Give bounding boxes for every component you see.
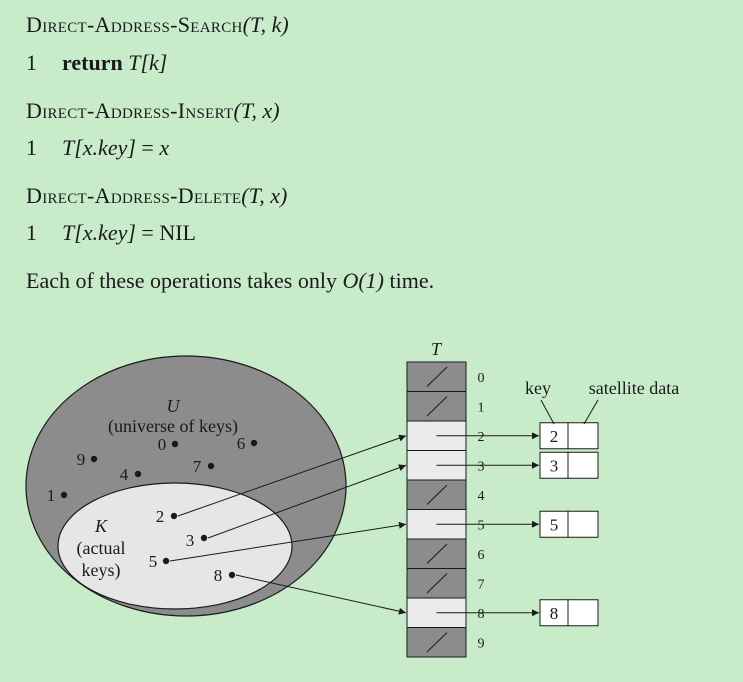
key-number: 6 (237, 434, 246, 453)
search-procedure-line: 1 return T[k] (26, 50, 167, 76)
procedure-name: Direct-Address-Search (26, 12, 243, 37)
key-dot (207, 462, 215, 470)
actual-caption-line1: (actual (77, 538, 126, 559)
insert-procedure-header: Direct-Address-Insert(T, x) (26, 98, 280, 124)
key-number: 3 (186, 531, 195, 550)
element-satellite-cell (567, 510, 599, 538)
key-dot (200, 534, 208, 542)
assignment-lhs: T[x.key] (62, 135, 136, 160)
nil-slash (426, 396, 448, 417)
procedure-params: (T, k) (242, 12, 289, 37)
element-key: 2 (550, 427, 559, 446)
key-number: 7 (193, 457, 202, 476)
element-key-cell (539, 422, 569, 450)
return-expression: T[k] (128, 50, 168, 75)
big-o-expression: O(1) (342, 268, 385, 293)
element-satellite-cell (567, 599, 599, 627)
satellite-data-label: satellite data (589, 378, 679, 398)
procedure-params: (T, x) (241, 183, 288, 208)
equals-sign: = (141, 135, 154, 160)
key-to-slot-arrow (235, 574, 407, 615)
slot-index: 1 (478, 400, 485, 415)
key-number: 1 (47, 486, 56, 505)
nil-slash (426, 543, 448, 564)
key-points: 0 6 9 4 7 1 2 3 5 8 (47, 434, 258, 585)
actual-caption-line2: keys) (82, 560, 121, 581)
element-key: 3 (550, 456, 559, 475)
complexity-paragraph: Each of these operations takes only O(1)… (26, 268, 434, 294)
key-label: key (525, 378, 551, 398)
nil-slash (426, 573, 448, 594)
slot-index: 4 (478, 489, 485, 504)
return-keyword: return (62, 50, 123, 75)
key-to-slot-arrow (177, 434, 407, 517)
key-dot (90, 455, 98, 463)
key-dot (134, 470, 142, 478)
element-key-cell (539, 510, 569, 538)
key-number: 8 (214, 566, 223, 585)
key-number: 0 (158, 435, 167, 454)
key-number: 9 (77, 450, 86, 469)
assignment-rhs: NIL (159, 220, 196, 245)
key-label-pointer (540, 399, 555, 425)
paragraph-text-end: time. (389, 268, 435, 293)
key-to-slot-arrow (169, 521, 407, 562)
element-key-cell (539, 599, 569, 627)
key-pointers (169, 432, 539, 617)
slot-index: 2 (478, 430, 485, 445)
slot-index: 8 (478, 607, 485, 622)
slot-index: 9 (478, 636, 485, 651)
slot-index: 0 (478, 371, 485, 386)
element-records: 2 3 5 8 (539, 422, 599, 627)
satellite-label-pointer (583, 399, 599, 425)
paragraph-text: Each of these operations takes only (26, 268, 337, 293)
procedure-name: Direct-Address-Insert (26, 98, 234, 123)
key-dot (170, 512, 178, 520)
key-dot (162, 557, 170, 565)
key-dot (171, 440, 179, 448)
actual-label: K (94, 516, 108, 536)
procedure-name: Direct-Address-Delete (26, 183, 242, 208)
key-number: 5 (149, 552, 158, 571)
key-number: 2 (156, 507, 165, 526)
key-dot (60, 491, 68, 499)
slot-index: 3 (478, 459, 485, 474)
assignment-lhs: T[x.key] (62, 220, 136, 245)
delete-procedure-header: Direct-Address-Delete(T, x) (26, 183, 287, 209)
universe-label: U (167, 396, 181, 416)
search-procedure-header: Direct-Address-Search(T, k) (26, 12, 289, 38)
element-key: 8 (550, 604, 559, 623)
key-number: 4 (120, 465, 129, 484)
nil-slash (426, 366, 448, 387)
element-key: 5 (550, 515, 559, 534)
element-satellite-cell (567, 451, 599, 479)
universe-caption: (universe of keys) (108, 416, 238, 437)
key-to-slot-arrow (207, 464, 407, 539)
assignment-rhs: x (159, 135, 170, 160)
insert-procedure-line: 1 T[x.key] = x (26, 135, 169, 161)
equals-sign: = (141, 220, 154, 245)
slot-index: 6 (478, 548, 485, 563)
key-dot (250, 439, 258, 447)
procedure-params: (T, x) (233, 98, 280, 123)
nil-slash (426, 632, 448, 653)
delete-procedure-line: 1 T[x.key] = NIL (26, 220, 196, 246)
table-label: T (431, 339, 443, 359)
nil-slash (426, 484, 448, 505)
line-number: 1 (26, 50, 37, 75)
slot-index: 7 (478, 577, 485, 592)
key-dot (228, 571, 236, 579)
line-number: 1 (26, 220, 37, 245)
line-number: 1 (26, 135, 37, 160)
element-satellite-cell (567, 422, 599, 450)
slot-index: 5 (478, 518, 485, 533)
